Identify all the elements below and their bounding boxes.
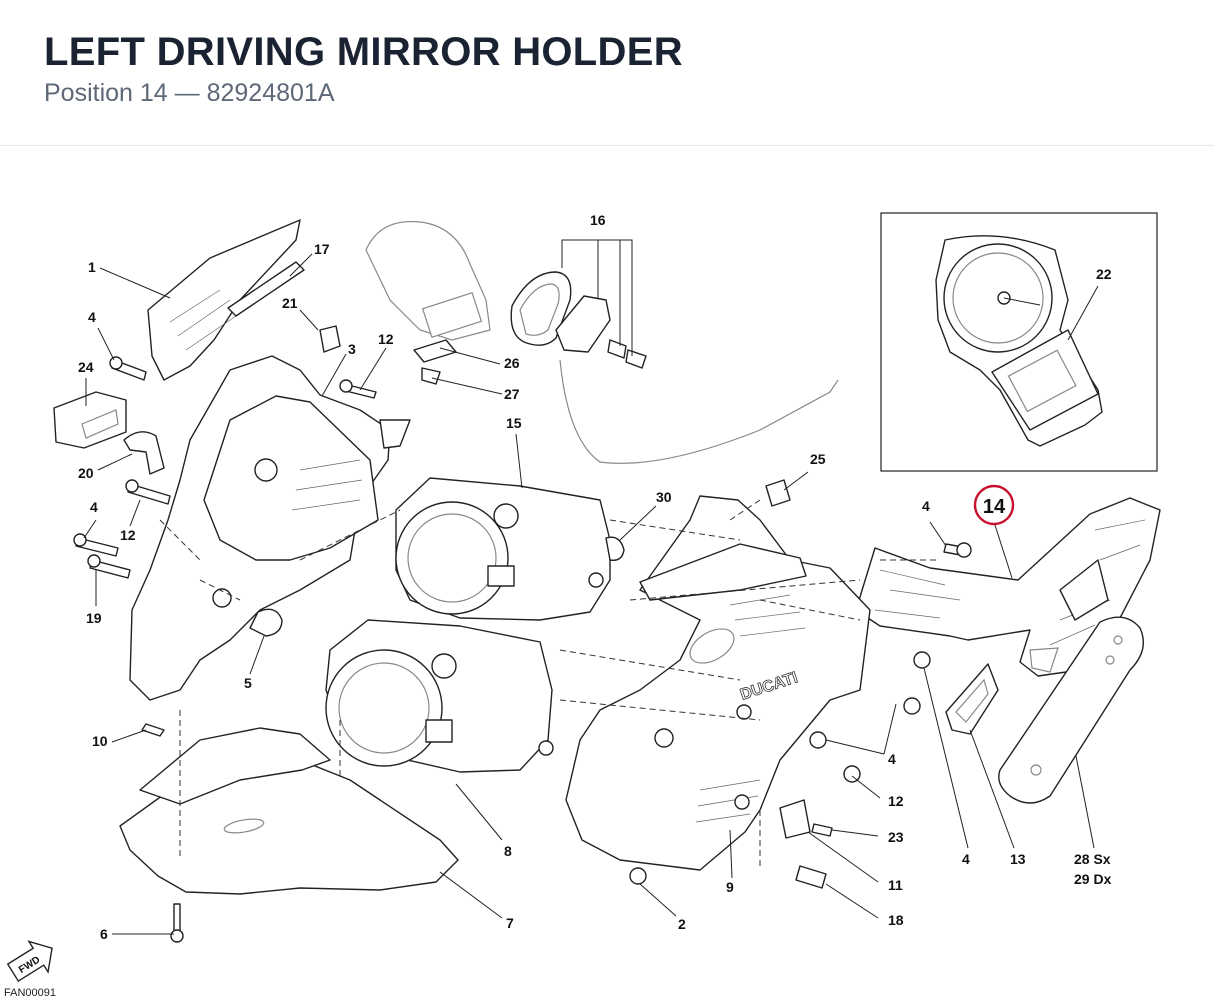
callout-21: 21 — [282, 295, 298, 311]
callout-20: 20 — [78, 465, 94, 481]
callout-4-top-left: 4 — [88, 309, 96, 325]
page-header: LEFT DRIVING MIRROR HOLDER Position 14 —… — [0, 0, 1214, 146]
callout-27: 27 — [504, 386, 520, 402]
callout-30: 30 — [656, 489, 672, 505]
clip-part — [123, 431, 165, 475]
trim-strip-part — [227, 261, 305, 317]
lower-fairing-part — [119, 727, 459, 895]
callout-13: 13 — [1010, 851, 1026, 867]
callout-29-dx: 29 Dx — [1074, 871, 1112, 887]
callout-17: 17 — [314, 241, 330, 257]
fastener-parts — [73, 325, 972, 943]
callout-7: 7 — [506, 915, 514, 931]
forward-direction-badge: FWD — [6, 940, 53, 983]
headlight-housing-top-part — [365, 220, 491, 341]
callout-25: 25 — [810, 451, 826, 467]
callout-9: 9 — [726, 879, 734, 895]
lower-headlight-part — [325, 619, 554, 773]
page-title: LEFT DRIVING MIRROR HOLDER — [44, 30, 683, 74]
heel-guard-plate-part — [998, 616, 1144, 804]
fairing-outline — [559, 359, 839, 464]
top-left-cover-part — [147, 219, 301, 381]
engine-cover-part: DUCATI — [565, 495, 871, 871]
callout-1: 1 — [88, 259, 96, 275]
leader-lines — [83, 239, 1099, 935]
assembly-lines — [159, 499, 940, 870]
callout-12-top: 12 — [378, 331, 394, 347]
lens-cover-part — [510, 271, 611, 353]
callout-16: 16 — [590, 212, 606, 228]
callout-26: 26 — [504, 355, 520, 371]
highlighted-callout-14[interactable]: 14 — [973, 484, 1015, 526]
callout-22: 22 — [1096, 266, 1112, 282]
callout-labels: 1 4 17 21 3 12 26 27 24 20 4 12 19 5 10 … — [78, 212, 1112, 942]
callout-12-left: 12 — [120, 527, 136, 543]
callout-28-sx: 28 Sx — [1074, 851, 1111, 867]
callout-24: 24 — [78, 359, 94, 375]
callout-5: 5 — [244, 675, 252, 691]
upper-headlight-part — [395, 477, 611, 621]
callout-14: 14 — [983, 496, 1006, 518]
callout-3: 3 — [348, 341, 356, 357]
page-subtitle: Position 14 — 82924801A — [44, 79, 335, 107]
callout-18: 18 — [888, 912, 904, 928]
callout-2: 2 — [678, 916, 686, 932]
callout-12-center: 12 — [888, 793, 904, 809]
callout-4-bottom-right: 4 — [962, 851, 970, 867]
callout-6: 6 — [100, 926, 108, 942]
callout-10: 10 — [92, 733, 108, 749]
callout-8: 8 — [504, 843, 512, 859]
callout-23: 23 — [888, 829, 904, 845]
drawing-code: FAN00091 — [4, 987, 56, 999]
callout-11: 11 — [888, 877, 903, 893]
pad-part — [945, 663, 999, 735]
callout-19: 19 — [86, 610, 102, 626]
instrument-cluster-part — [935, 235, 1103, 447]
left-frame-panel-part — [129, 355, 411, 701]
callout-15: 15 — [506, 415, 522, 431]
rubber-block-part — [53, 391, 127, 449]
callout-4-left: 4 — [90, 499, 98, 515]
callout-4-center: 4 — [888, 751, 896, 767]
callout-4-right-top: 4 — [922, 498, 930, 514]
